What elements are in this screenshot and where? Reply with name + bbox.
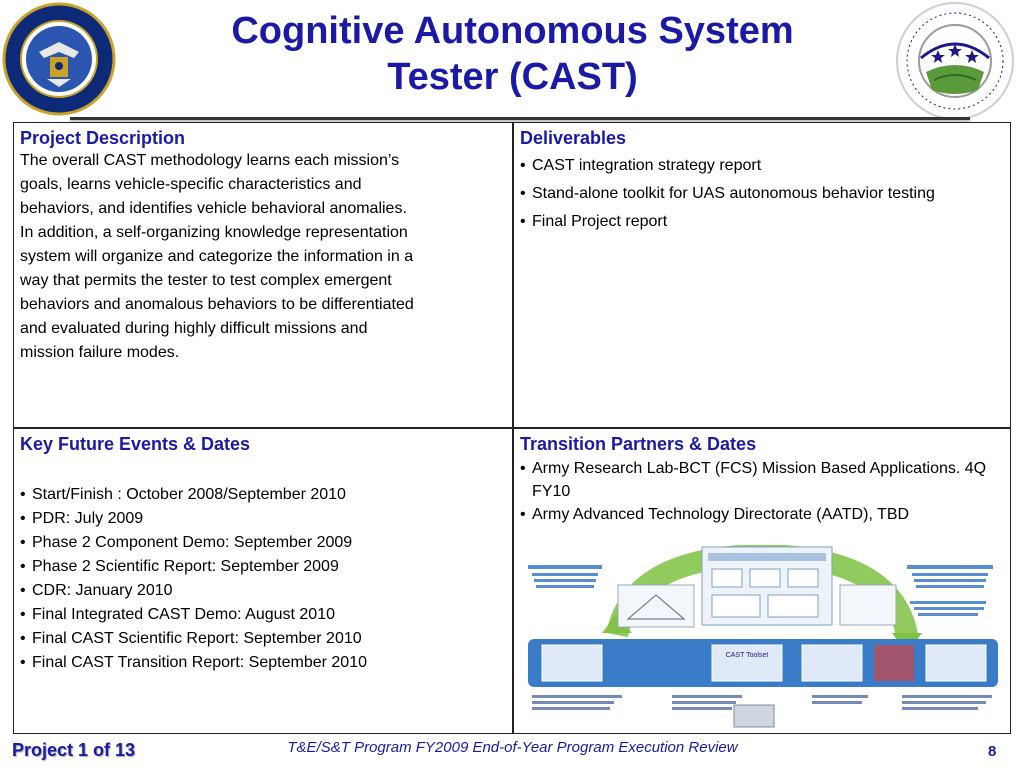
cast-architecture-diagram-icon: CAST Toolset [522, 543, 1002, 729]
list-item: Phase 2 Component Demo: September 2009 [20, 531, 512, 555]
footer-program-title: T&E/S&T Program FY2009 End-of-Year Progr… [287, 739, 738, 756]
list-item: CAST integration strategy report [520, 153, 1010, 178]
list-item: Final Project report [520, 209, 1010, 234]
description-line: The overall CAST methodology learns each… [20, 152, 400, 169]
project-description-heading: Project Description [20, 128, 186, 148]
list-item: Final CAST Transition Report: September … [20, 651, 512, 675]
list-item: Final CAST Scientific Report: September … [20, 627, 512, 651]
slide-title: Cognitive Autonomous System Tester (CAST… [150, 8, 875, 100]
list-item: CDR: January 2010 [20, 579, 512, 603]
key-events-panel: Key Future Events & Dates Start/Finish :… [13, 428, 513, 734]
transition-partners-heading: Transition Partners & Dates [520, 434, 757, 454]
list-item: Stand-alone toolkit for UAS autonomous b… [520, 181, 1010, 206]
trmc-seal-icon [2, 2, 116, 116]
list-item: Phase 2 Scientific Report: September 200… [20, 555, 512, 579]
project-description-text: The overall CAST methodology learns each… [20, 149, 506, 365]
list-item: Start/Finish : October 2008/September 20… [20, 483, 512, 507]
description-line: behaviors, and identifies vehicle behavi… [20, 200, 407, 217]
list-item: PDR: July 2009 [20, 507, 512, 531]
deliverables-list: CAST integration strategy report Stand-a… [520, 153, 1010, 234]
deliverables-panel: Deliverables CAST integration strategy r… [512, 122, 1011, 428]
key-events-list: Start/Finish : October 2008/September 20… [20, 483, 512, 675]
deliverables-heading: Deliverables [520, 128, 627, 148]
list-item: Army Advanced Technology Directorate (AA… [520, 503, 1010, 526]
page-number: 8 [988, 743, 997, 760]
title-line-1: Cognitive Autonomous System [231, 10, 794, 52]
title-divider [70, 117, 970, 120]
description-line: and evaluated during highly difficult mi… [20, 320, 368, 337]
project-counter: Project 1 of 13 [12, 740, 136, 760]
description-line: system will organize and categorize the … [20, 248, 414, 265]
transition-partners-panel: Transition Partners & Dates Army Researc… [512, 428, 1011, 734]
project-description-panel: Project Description The overall CAST met… [13, 122, 513, 428]
trmc-seal-logo [2, 2, 116, 116]
title-line-2: Tester (CAST) [387, 56, 638, 98]
te-st-seal-icon [896, 2, 1014, 120]
te-st-seal-logo [894, 0, 1016, 122]
list-item: Final Integrated CAST Demo: August 2010 [20, 603, 512, 627]
description-line: goals, learns vehicle-specific character… [20, 176, 362, 193]
description-line: way that permits the tester to test comp… [20, 272, 392, 289]
description-line: In addition, a self-organizing knowledge… [20, 224, 408, 241]
list-item: Army Research Lab-BCT (FCS) Mission Base… [520, 457, 1010, 503]
key-events-heading: Key Future Events & Dates [20, 434, 251, 454]
transition-partners-list: Army Research Lab-BCT (FCS) Mission Base… [520, 457, 1010, 526]
description-line: mission failure modes. [20, 344, 180, 361]
description-line: behaviors and anomalous behaviors to be … [20, 296, 414, 313]
diagram-label: CAST Toolset [726, 652, 769, 659]
